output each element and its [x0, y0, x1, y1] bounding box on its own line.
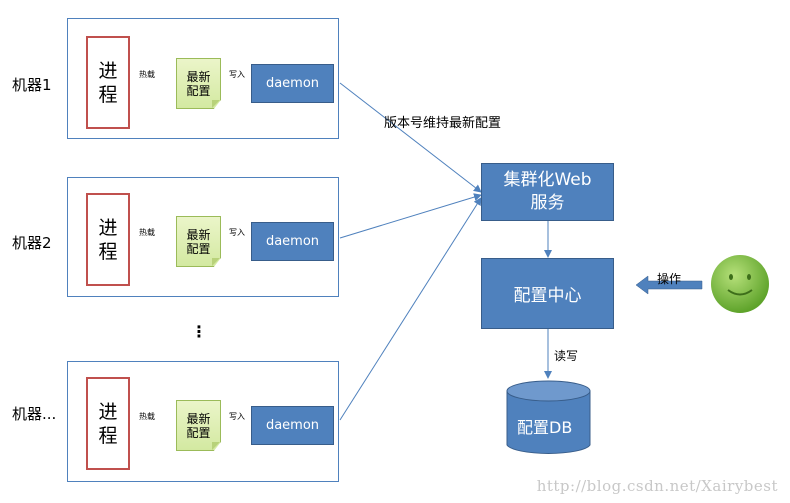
process-text-2: 进 程	[98, 216, 118, 263]
web-service-text: 集群化Web 服务	[503, 170, 592, 213]
write-label-1: 写入	[229, 70, 245, 79]
config-note-3: 最新 配置	[176, 400, 221, 451]
read-write-label: 读写	[554, 349, 579, 363]
process-box-2: 进 程	[86, 193, 130, 286]
process-box-1: 进 程	[86, 36, 130, 129]
config-note-text-3: 最新 配置	[186, 411, 211, 440]
daemon-box-1: daemon	[251, 64, 334, 103]
machine-label-3: 机器...	[12, 405, 57, 423]
web-service-box: 集群化Web 服务	[481, 163, 614, 221]
sync-line-2	[339, 193, 482, 239]
config-center-box: 配置中心	[481, 258, 614, 329]
write-label-3: 写入	[229, 412, 245, 421]
sync-line-3	[339, 197, 482, 421]
machine-box-2: 进 程 最新 配置 daemon 热载 写入	[67, 177, 339, 297]
load-label-3: 热载	[139, 412, 155, 421]
user-smiley-icon	[711, 255, 769, 313]
db-label: 配置DB	[517, 418, 573, 437]
machine-label-2: 机器2	[12, 234, 52, 252]
machine-box-1: 进 程 最新 配置 daemon 热载 写入	[67, 18, 339, 139]
config-note-2: 最新 配置	[176, 216, 221, 267]
watermark: http://blog.csdn.net/Xairybest	[536, 477, 778, 495]
db-cylinder	[506, 380, 591, 454]
config-note-1: 最新 配置	[176, 58, 221, 109]
load-label-1: 热载	[139, 70, 155, 79]
config-note-text-1: 最新 配置	[186, 69, 211, 98]
operate-label: 操作	[657, 272, 682, 286]
process-text-1: 进 程	[98, 59, 118, 106]
daemon-box-3: daemon	[251, 406, 334, 445]
ellipsis: ⋮	[191, 322, 207, 341]
version-label: 版本号维持最新配置	[384, 116, 502, 131]
process-text-3: 进 程	[98, 400, 118, 447]
operate-arrow	[635, 275, 703, 295]
daemon-box-2: daemon	[251, 222, 334, 261]
load-label-2: 热载	[139, 228, 155, 237]
write-label-2: 写入	[229, 228, 245, 237]
process-box-3: 进 程	[86, 377, 130, 470]
sync-line-1	[339, 82, 482, 193]
machine-box-3: 进 程 最新 配置 daemon 热载 写入	[67, 361, 339, 482]
machine-label-1: 机器1	[12, 76, 52, 94]
config-note-text-2: 最新 配置	[186, 227, 211, 256]
